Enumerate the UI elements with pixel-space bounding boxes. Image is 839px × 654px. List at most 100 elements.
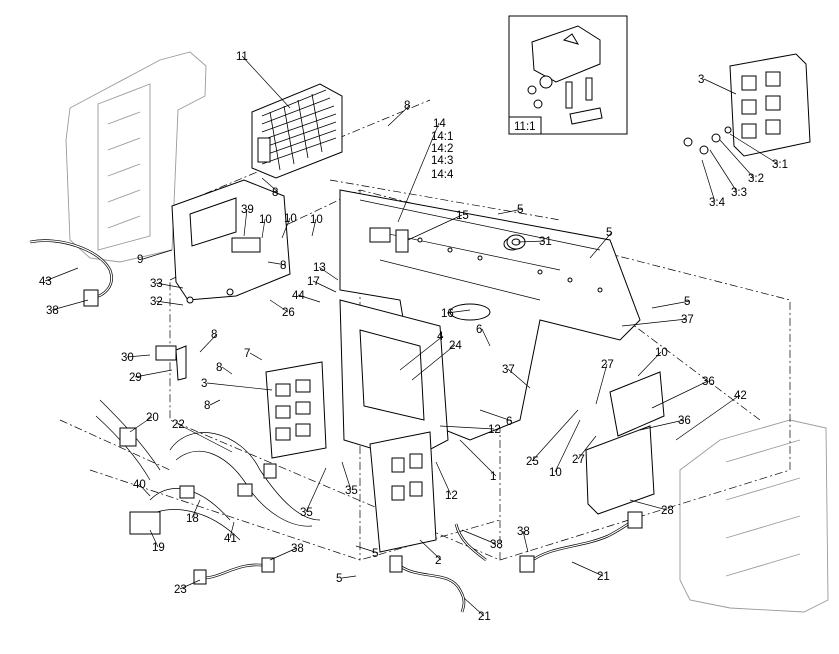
leader-line [507, 368, 531, 389]
callout-c38b: 38 [517, 526, 530, 538]
callout-c3_1: 3:1 [772, 159, 788, 171]
callout-c28: 28 [661, 505, 674, 517]
leader-line [209, 399, 221, 406]
callout-c8c: 8 [280, 260, 286, 272]
wiring-harness [95, 399, 321, 541]
leader-line [709, 149, 738, 193]
callout-c27a: 27 [601, 359, 614, 371]
callout-c8f: 8 [204, 400, 210, 412]
leader-line [191, 499, 201, 519]
callout-c4: 4 [437, 331, 444, 343]
callout-c36b: 36 [678, 415, 691, 427]
leader-line [459, 439, 497, 477]
leader-line [629, 499, 668, 511]
cable-21-right [519, 511, 643, 573]
leader-line [621, 318, 688, 327]
callout-c24: 24 [449, 340, 462, 352]
callout-c8d: 8 [211, 329, 217, 341]
callout-c35b: 35 [345, 485, 358, 497]
heatsink-assembly [251, 83, 343, 179]
callout-c21a: 21 [597, 571, 610, 583]
leader-line [531, 409, 579, 462]
leader-line [411, 344, 456, 381]
callout-c8e: 8 [216, 362, 222, 374]
leader-line [269, 299, 289, 313]
leader-line [312, 280, 337, 293]
callout-c11: 11 [236, 51, 248, 63]
leader-line [341, 575, 357, 579]
leader-line [149, 529, 159, 548]
leader-line [719, 139, 755, 179]
callout-c41: 41 [224, 533, 237, 545]
leader-line [729, 133, 779, 165]
leader-line [479, 409, 513, 422]
callout-c3b: 3 [698, 74, 704, 86]
leader-line [311, 218, 317, 237]
callout-c5b: 5 [606, 227, 612, 239]
callout-c5c: 5 [684, 296, 690, 308]
electrical-box [369, 431, 437, 553]
callout-c5a: 5 [517, 204, 523, 216]
machine-outline-left [65, 51, 207, 263]
callout-c7: 7 [244, 348, 250, 360]
leader-line [318, 266, 339, 281]
callout-c20: 20 [146, 412, 159, 424]
leader-line [241, 55, 291, 109]
callout-c19: 19 [152, 542, 165, 554]
frame-bracket [339, 299, 449, 461]
callout-c10b: 10 [284, 213, 297, 225]
cable-21-lower [389, 555, 466, 613]
leader-line [355, 545, 379, 554]
callout-c27b: 27 [572, 454, 585, 466]
leader-line [155, 282, 184, 289]
leader-line [701, 159, 716, 203]
leader-line [419, 539, 442, 561]
callout-c44: 44 [292, 290, 305, 302]
callout-c43: 43 [39, 276, 52, 288]
leader-line [305, 467, 327, 513]
callout-c3_3: 3:3 [731, 187, 747, 199]
callout-c38d: 38 [291, 543, 304, 555]
callout-c10a: 10 [259, 214, 272, 226]
callout-c3_2: 3:2 [748, 173, 764, 185]
callout-c13: 13 [313, 262, 326, 274]
callout-c30: 30 [121, 352, 134, 364]
leader-line [637, 351, 662, 377]
leader-line [387, 104, 411, 127]
leader-line [155, 300, 184, 306]
callout-c1: 1 [490, 471, 496, 483]
cover-panel [585, 425, 655, 515]
leader-line [595, 363, 608, 405]
control-unit-detail [683, 53, 811, 157]
callout-c5e: 5 [336, 573, 342, 585]
callout-c5d: 5 [372, 548, 378, 560]
leader-line [261, 218, 266, 239]
leader-line [554, 419, 581, 473]
side-bracket [609, 371, 665, 437]
cable-23 [193, 557, 275, 585]
leader-line [179, 579, 201, 590]
callout-c23: 23 [174, 584, 187, 596]
leader-line [399, 335, 444, 371]
callout-c9: 9 [137, 254, 143, 266]
leader-line [407, 214, 463, 241]
leader-lines [44, 55, 779, 617]
callout-c33: 33 [150, 278, 163, 290]
callout-c8a: 8 [404, 100, 410, 112]
callout-c35a: 35 [300, 507, 313, 519]
leader-line [142, 249, 173, 260]
inset-detail-11-1: 11:1 [508, 15, 628, 135]
callout-c14_3: 14:3 [431, 155, 453, 167]
leader-line [269, 547, 298, 561]
cable-38 [454, 523, 487, 562]
leader-line [589, 231, 613, 259]
leader-line [206, 382, 273, 391]
callout-c12a: 12 [488, 424, 501, 436]
callout-c37b: 37 [502, 364, 515, 376]
leader-line [461, 529, 497, 545]
leader-line [571, 561, 604, 577]
callout-c32: 32 [150, 296, 163, 308]
leader-line [261, 177, 279, 193]
leader-line [397, 122, 440, 223]
cable-43 [29, 239, 113, 307]
